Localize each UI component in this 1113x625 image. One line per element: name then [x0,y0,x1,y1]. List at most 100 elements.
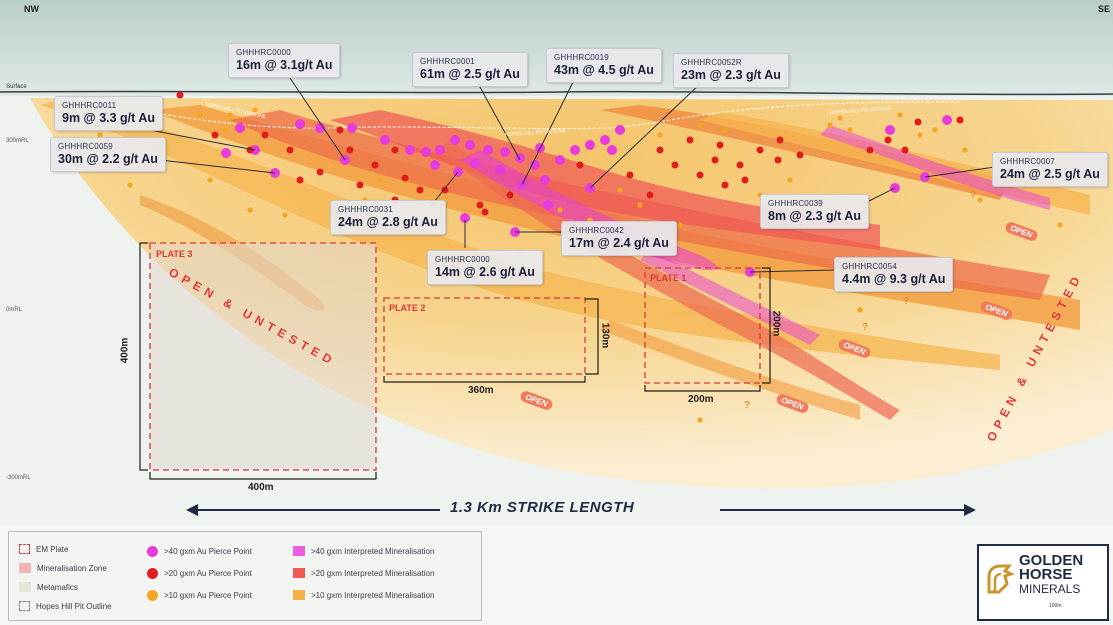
pierce-point-40 [430,160,440,170]
plate-label-2: PLATE 2 [389,303,426,313]
legend-label: >10 gxm Au Pierce Point [164,591,252,600]
pierce-point-10 [827,122,833,128]
pierce-point-20 [656,146,664,154]
plate-label-1: PLATE 1 [650,273,687,283]
intercept-result: 4.4m @ 9.3 g/t Au [842,272,946,286]
intercept-result: 16m @ 3.1g/t Au [236,58,333,72]
mineralisation-zone-swatch [19,563,31,573]
pierce-point-20 [696,171,704,179]
surface-label: Surface [6,84,27,90]
pierce-point-10 [977,197,983,203]
pierce-point-20 [901,146,909,154]
intercept-result: 23m @ 2.3 g/t Au [681,68,781,82]
legend-label: Metamafics [37,582,78,592]
pierce-point-20 [371,161,379,169]
red-swatch [293,568,305,578]
plate3-height: 400m [119,337,131,364]
strike-arrow [186,504,976,516]
magenta-swatch [293,546,305,556]
intercept-result: 14m @ 2.6 g/t Au [435,265,535,279]
pierce-point-40 [295,119,305,129]
em-plate-swatch [19,544,30,554]
pierce-point-20 [866,146,874,154]
pierce-point-20 [441,186,449,194]
plate2-height: 130m [599,322,611,349]
pierce-point-10 [1057,222,1063,228]
legend-metamafics: Metamafics [19,582,78,592]
pit-outline [74,97,961,129]
pierce-point-20 [671,161,679,169]
pierce-point-10 [857,307,863,313]
pierce-point-10 [697,417,703,423]
pierce-point-10 [252,107,258,113]
pierce-point-20 [506,191,514,199]
pierce-point-20 [956,116,964,124]
question-mark: ? [862,322,869,333]
pierce-point-40 [495,165,505,175]
hole-id: GHHHRC0000 [236,48,291,57]
pierce-point-40 [885,125,895,135]
golden-horse-logo: GOLDEN HORSE MINERALS 100m [977,544,1109,621]
legend-10-interp: >10 gxm Interpreted Mineralisation [293,590,434,600]
hole-id: GHHHRC0031 [338,205,393,214]
pierce-point-10 [932,127,938,133]
metamafics-swatch [19,582,31,592]
pierce-point-10 [677,222,683,228]
pierce-point-20 [796,151,804,159]
pierce-point-20 [416,186,424,194]
pierce-point-20 [756,146,764,154]
pierce-point-20 [626,171,634,179]
pierce-point-20 [401,174,409,182]
plate1-width: 200m [688,394,714,405]
legend-label: >40 gxm Au Pierce Point [164,547,252,556]
plate-label-3: PLATE 3 [156,249,193,259]
legend-pit-outline: Hopes Hill Pit Outline [19,601,112,611]
pierce-point-40 [500,147,510,157]
legend-label: EM Plate [36,544,69,554]
intercept-result: 61m @ 2.5 g/t Au [420,67,520,81]
pierce-point-10 [847,127,853,133]
pierce-point-20 [721,181,729,189]
pierce-point-20 [686,136,694,144]
pierce-point-10 [917,132,923,138]
pierce-point-20 [646,191,654,199]
pierce-point-10 [97,132,103,138]
pierce-point-10 [127,182,133,188]
pierce-point-10 [247,207,253,213]
pierce-point-10 [637,202,643,208]
intercept-result: 43m @ 4.5 g/t Au [554,63,654,77]
rl-label-minus300: -300mRL [6,475,31,481]
pierce-point-40 [405,145,415,155]
pierce-point-40 [347,123,357,133]
logo-scale: 100m [1049,603,1062,609]
legend-label: Mineralisation Zone [37,563,107,573]
pierce-point-10 [722,127,728,133]
legend-label: >20 gxm Au Pierce Point [164,569,252,578]
legend-20-interp: >20 gxm Interpreted Mineralisation [293,568,434,578]
pierce-point-10 [657,132,663,138]
pierce-point-40 [460,213,470,223]
hole-id: GHHHRC0000 [435,255,490,264]
logo-line3: MINERALS [1019,582,1081,596]
pierce-point-20 [776,136,784,144]
pierce-point-20 [356,181,364,189]
pierce-point-40 [570,145,580,155]
pierce-point-40 [221,148,231,158]
compass-nw: NW [24,4,39,14]
hole-id: GHHHRC0001 [420,57,475,66]
question-mark: ? [903,296,910,307]
pierce-point-10 [282,212,288,218]
pierce-point-40 [942,115,952,125]
pierce-point-20 [346,146,354,154]
orange-dot-icon [147,590,158,601]
pierce-point-40 [380,135,390,145]
pierce-point-20 [711,156,719,164]
legend-label: >40 gxm Interpreted Mineralisation [311,546,435,556]
